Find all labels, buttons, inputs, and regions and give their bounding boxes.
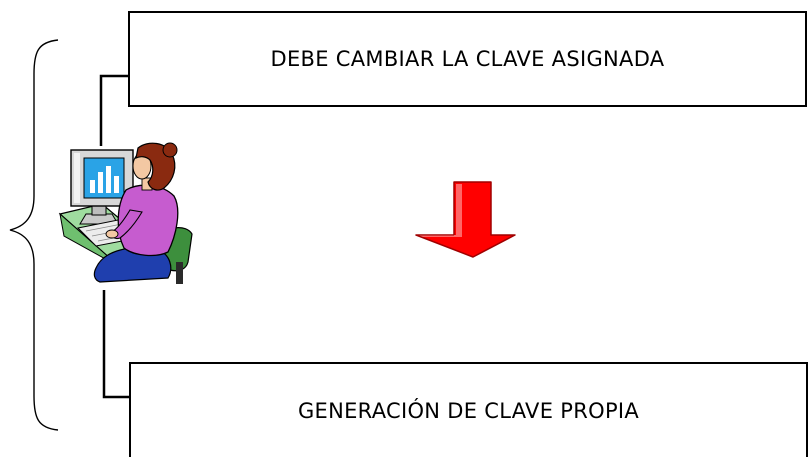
- woman-at-computer-icon: [58, 142, 193, 284]
- top-text-box: DEBE CAMBIAR LA CLAVE ASIGNADA: [128, 11, 807, 107]
- down-arrow-icon: [415, 181, 516, 258]
- left-brace-icon: [9, 39, 59, 431]
- bottom-box-label: GENERACIÓN DE CLAVE PROPIA: [297, 398, 640, 423]
- top-box-label: DEBE CAMBIAR LA CLAVE ASIGNADA: [270, 47, 665, 71]
- bottom-text-box: GENERACIÓN DE CLAVE PROPIA: [129, 362, 808, 457]
